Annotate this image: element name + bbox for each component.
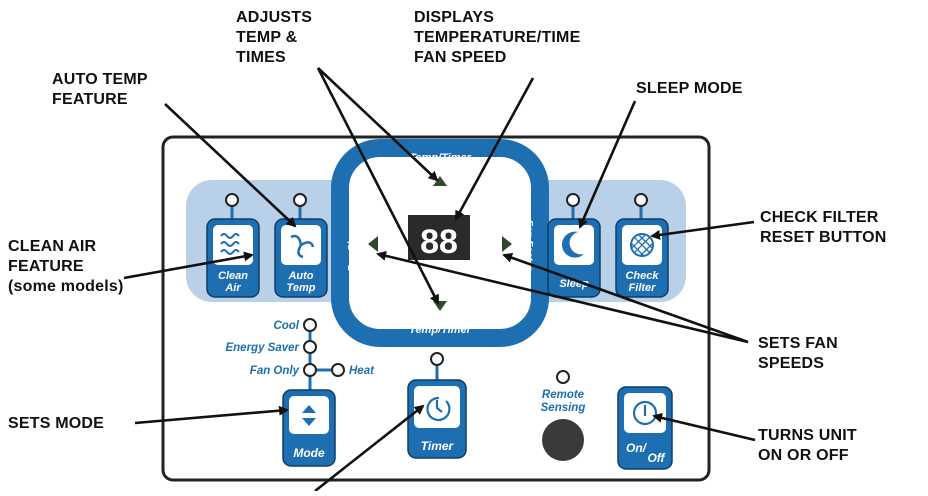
heat-label: Heat: [349, 365, 375, 377]
fan-slower-button[interactable]: [368, 236, 378, 252]
heat-indicator: [331, 363, 345, 377]
remote-label: Remote: [542, 389, 585, 401]
temp-timer-bottom-label: Temp/Timer: [409, 324, 471, 336]
off-label: Off: [647, 451, 665, 465]
swirl-icon: [290, 234, 315, 259]
sleep-button[interactable]: Sleep: [547, 193, 601, 298]
sets-mode-line-1: SETS MODE: [8, 415, 105, 432]
adjusts-line-1: ADJUSTS: [236, 9, 313, 26]
arrow-sleep: [578, 100, 637, 229]
sleep-indicator: [566, 193, 580, 207]
turns-unit-line-1: TURNS UNIT: [758, 427, 857, 444]
auto-temp-callout: AUTO TEMP FEATURE: [52, 70, 148, 110]
auto-temp-button[interactable]: Auto Temp: [274, 193, 328, 298]
check-filter-label-2: Filter: [629, 282, 657, 294]
led-display-value: 88: [420, 223, 458, 261]
adjusts-temp-times-callout: ADJUSTS TEMP & TIMES: [236, 8, 312, 68]
auto-temp-line-1: AUTO TEMP: [52, 71, 148, 88]
mode-button[interactable]: Mode: [282, 389, 336, 467]
callout-arrows: [123, 67, 756, 493]
check-filter-line-1: CHECK FILTER: [760, 209, 879, 226]
arrow-on-off: [652, 412, 756, 442]
led-display: [408, 215, 470, 260]
temp-up-button[interactable]: [433, 176, 447, 186]
on-off-button[interactable]: On/ Off: [617, 386, 673, 470]
up-down-arrows-icon: [302, 405, 316, 426]
filter-mesh-icon: [630, 233, 654, 257]
clean-air-label-2: Air: [224, 282, 241, 294]
auto-temp-indicator: [293, 193, 307, 207]
arrow-adjusts-up: [317, 67, 439, 182]
arrow-check-filter: [650, 220, 755, 240]
arrow-clean-air: [123, 251, 254, 280]
timer-button[interactable]: Timer: [407, 352, 467, 459]
arrow-sets-mode: [134, 405, 289, 425]
sleep-mode-callout: SLEEP MODE: [636, 79, 743, 99]
turns-unit-line-2: ON OR OFF: [758, 447, 849, 464]
remote-sensing-indicator: [556, 370, 570, 384]
check-filter-indicator: [634, 193, 648, 207]
energy-saver-indicator: [303, 340, 317, 354]
arrow-fan-slower: [376, 250, 749, 344]
sleep-label: Sleep: [559, 278, 589, 290]
auto-temp-line-2: FEATURE: [52, 91, 128, 108]
displays-callout: DISPLAYS TEMPERATURE/TIME FAN SPEED: [414, 8, 580, 68]
mode-label: Mode: [293, 446, 325, 460]
displays-line-3: FAN SPEED: [414, 49, 507, 66]
arrow-timer: [314, 404, 425, 493]
timer-indicator: [430, 352, 444, 366]
cool-label: Cool: [273, 320, 299, 332]
fan-speeds-callout: SETS FAN SPEEDS: [758, 334, 838, 374]
turns-unit-callout: TURNS UNIT ON OR OFF: [758, 426, 857, 466]
fan-only-label: Fan Only: [250, 365, 300, 377]
clean-air-line-2: FEATURE: [8, 258, 84, 275]
fan-faster-label: Fan Faster: [523, 220, 534, 272]
timer-label: Timer: [421, 439, 455, 453]
remote-sensor: [542, 419, 584, 461]
auto-temp-label-2: Temp: [287, 282, 316, 294]
check-filter-label-1: Check: [625, 270, 659, 282]
auto-temp-label-1: Auto: [287, 270, 313, 282]
displays-line-1: DISPLAYS: [414, 9, 495, 26]
sleep-mode-line-1: SLEEP MODE: [636, 80, 743, 97]
adjusts-line-2: TEMP &: [236, 29, 298, 46]
check-filter-callout: CHECK FILTER RESET BUTTON: [760, 208, 887, 248]
adjusts-line-3: TIMES: [236, 49, 286, 66]
clean-air-line-3: (some models): [8, 278, 124, 295]
temp-timer-top-label: Temp/Timer: [409, 152, 471, 164]
moon-icon: [561, 231, 584, 258]
fan-slower-label: Fan Slower: [347, 217, 358, 271]
cool-indicator: [303, 318, 317, 332]
fan-only-indicator: [303, 363, 317, 377]
arrow-fan-faster: [502, 252, 749, 344]
clean-air-button[interactable]: Clean Air: [206, 193, 260, 298]
fan-speeds-line-2: SPEEDS: [758, 355, 825, 372]
clean-air-callout: CLEAN AIR FEATURE (some models): [8, 237, 124, 297]
clock-icon: [426, 396, 451, 422]
displays-line-2: TEMPERATURE/TIME: [414, 29, 581, 46]
arrow-auto-temp: [164, 103, 297, 228]
energy-saver-label: Energy Saver: [225, 342, 299, 354]
arrow-display: [454, 77, 535, 221]
on-label: On/: [626, 441, 648, 455]
fan-speeds-line-1: SETS FAN: [758, 335, 838, 352]
clean-air-line-1: CLEAN AIR: [8, 238, 97, 255]
check-filter-line-2: RESET BUTTON: [760, 229, 887, 246]
wave-lines-icon: [220, 233, 240, 255]
sets-mode-callout: SETS MODE: [8, 414, 104, 434]
clean-air-indicator: [225, 193, 239, 207]
clean-air-label-1: Clean: [218, 270, 248, 282]
mode-indicators: Cool Energy Saver Fan Only Heat: [225, 318, 375, 390]
sensing-label: Sensing: [541, 402, 586, 414]
fan-faster-button[interactable]: [502, 236, 512, 252]
